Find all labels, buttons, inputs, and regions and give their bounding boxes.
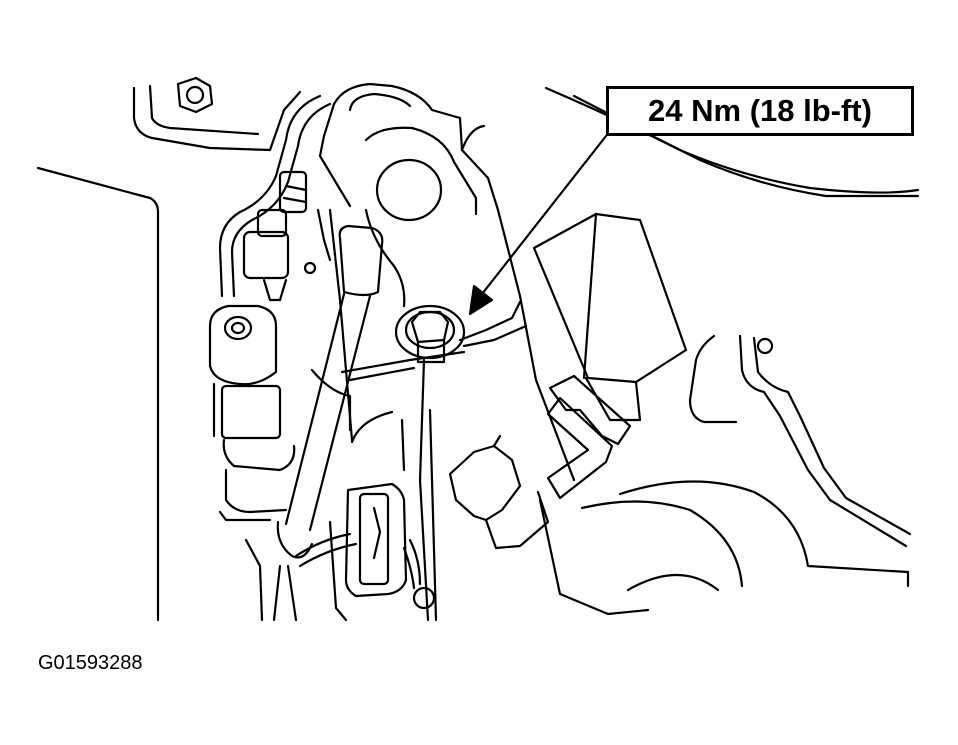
bracket-plate: [305, 210, 464, 442]
spring-wire: [690, 336, 910, 546]
ring-terminal-wire: [404, 540, 434, 608]
retaining-clip: [548, 376, 630, 498]
electrical-connector: [450, 436, 548, 548]
connector-stack-left: [244, 172, 306, 300]
top-bracket: [134, 78, 300, 150]
switch-box: [534, 214, 686, 420]
lower-support: [246, 360, 436, 620]
callout-leader-arrow: [470, 136, 606, 314]
brake-line-tube: [220, 96, 330, 296]
lower-plug: [296, 484, 406, 596]
push-rod: [278, 226, 383, 558]
sensor-left: [210, 306, 294, 520]
left-body-outline: [38, 168, 158, 620]
hex-bolt-top: [178, 78, 212, 112]
torque-spec-callout: 24 Nm (18 lb-ft): [606, 86, 914, 136]
figure-id-label: G01593288: [38, 652, 143, 674]
right-housing: [540, 88, 918, 614]
pedal-arm: [320, 84, 574, 480]
